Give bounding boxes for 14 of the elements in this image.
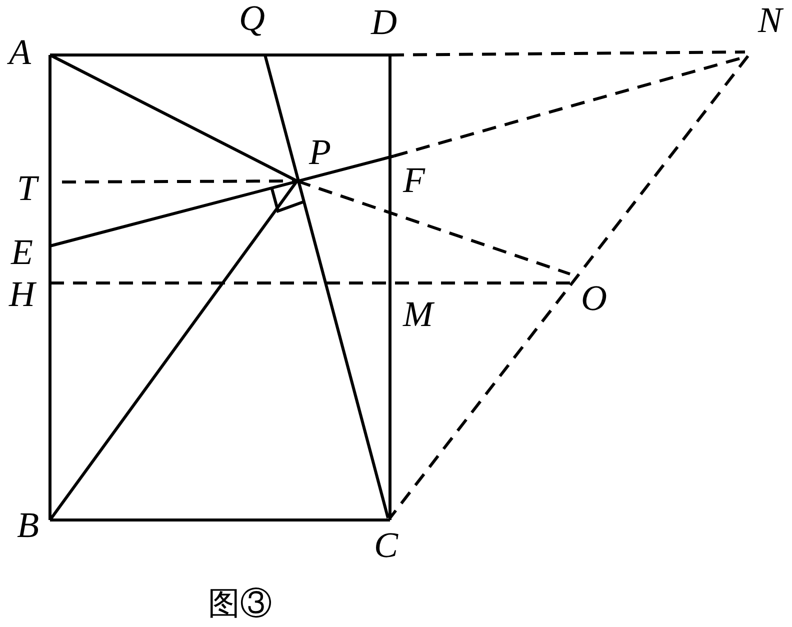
figure-caption: 图③ xyxy=(208,587,272,619)
point-label: O xyxy=(581,280,607,316)
point-label: E xyxy=(11,234,33,270)
point-label: Q xyxy=(239,0,265,36)
point-label: A xyxy=(9,34,31,70)
point-label: D xyxy=(371,4,397,40)
point-label: B xyxy=(17,507,39,543)
point-label: M xyxy=(403,296,433,332)
point-label: T xyxy=(16,170,38,206)
point-label: N xyxy=(758,2,782,38)
point-label: P xyxy=(309,134,331,170)
point-label: F xyxy=(403,162,425,198)
point-label: C xyxy=(374,527,398,563)
point-label: H xyxy=(9,276,35,312)
